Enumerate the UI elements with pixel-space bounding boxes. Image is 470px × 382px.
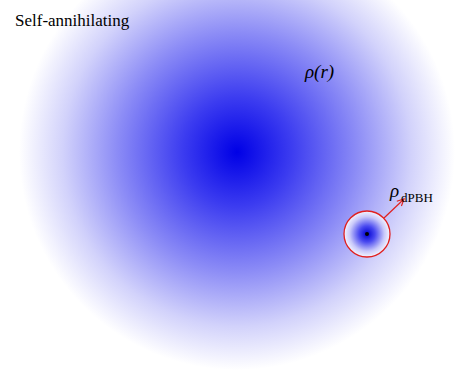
density-label: ρ(r)	[305, 62, 334, 81]
density-symbol: ρ	[390, 181, 399, 200]
subscript-label: dPBH	[401, 191, 433, 204]
black-hole-dot	[365, 232, 369, 236]
halo-density	[19, 0, 455, 370]
scenario-title: Self-annihilating	[15, 12, 129, 29]
dpbh-halo	[344, 211, 390, 257]
